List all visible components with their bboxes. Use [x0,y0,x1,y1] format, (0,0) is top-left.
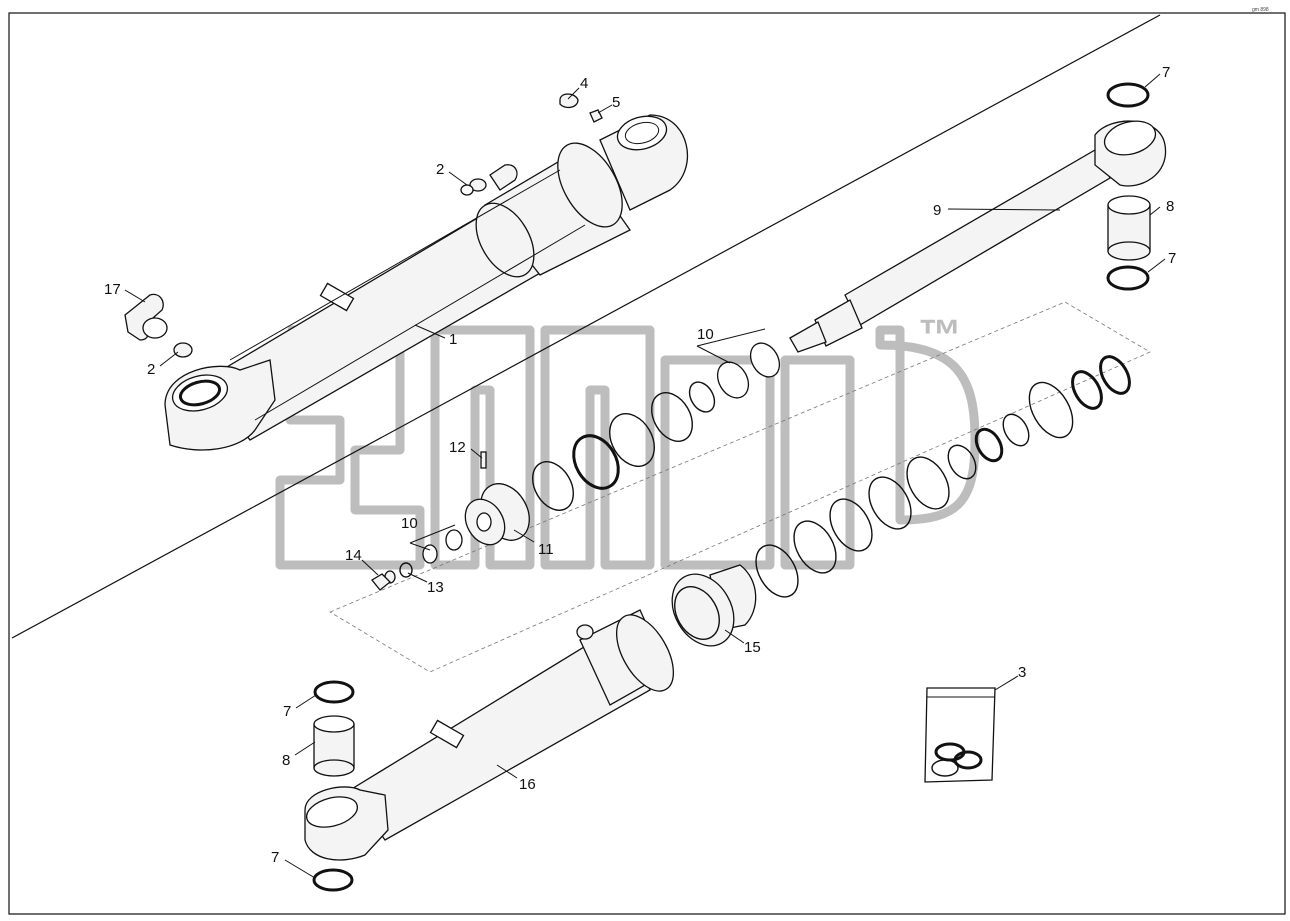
callout-7: 7 [1162,64,1170,81]
bushing-8-lower [313,715,355,777]
piston-11 [464,483,530,546]
pin-12 [480,451,487,469]
o-ring-7-lower [313,680,355,704]
callout-5: 5 [612,94,620,111]
callout-16: 16 [519,776,536,793]
callout-4: 4 [580,75,588,92]
watermark-logo: ™ [275,311,980,570]
o-ring-7-top [1106,82,1150,108]
trademark-symbol: ™ [918,311,962,360]
bushing-8-right [1107,195,1151,261]
callout-8: 8 [282,752,290,769]
callout-12: 12 [449,439,466,456]
corner-code: gm 898 [1252,7,1269,13]
callout-labels: 1 2 2 3 4 5 7 7 7 7 8 8 9 10 10 11 12 13… [104,64,1176,866]
fitting-elbow-left [124,293,193,358]
callout-10: 10 [697,326,714,343]
callout-11: 11 [538,541,554,558]
o-ring-7-right [1106,265,1150,291]
callout-2: 2 [436,161,444,178]
small-parts-10-13-14 [371,529,463,591]
grease-nipple [559,93,603,123]
callout-7: 7 [1168,250,1176,267]
o-ring-7-bottom [312,868,354,892]
cylinder-barrel-lower [304,609,675,861]
callout-7: 7 [271,849,279,866]
callout-14: 14 [345,547,362,564]
callout-17: 17 [104,281,121,298]
fitting-elbow-top [460,164,518,196]
callout-8: 8 [1166,198,1174,215]
seal-rings-exploded [532,342,1131,598]
seal-kit-bag [924,687,996,783]
callout-9: 9 [933,202,941,219]
callout-3: 3 [1018,664,1026,681]
leader-lines [124,73,1166,879]
callout-13: 13 [427,579,444,596]
gland-15 [671,564,757,647]
callout-15: 15 [744,639,761,656]
callout-2: 2 [147,361,155,378]
piston-rod [789,120,1167,353]
assembly-outline-dashed [329,301,1151,673]
callout-7: 7 [283,703,291,720]
separator-line [11,14,1161,639]
callout-10: 10 [401,515,418,532]
cylinder-assembly-upper [164,114,689,451]
callout-1: 1 [449,331,457,348]
drawing-frame [8,12,1286,915]
